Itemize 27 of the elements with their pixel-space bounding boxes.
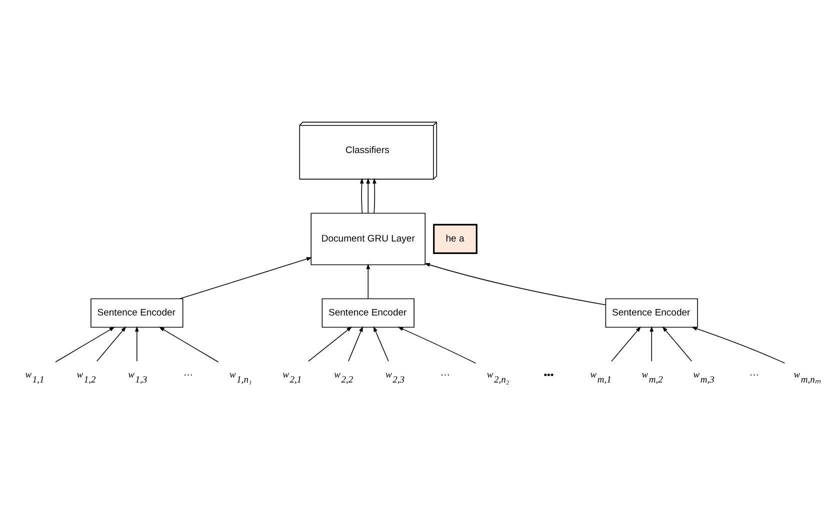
arrow — [348, 326, 363, 362]
node-box: he a — [433, 224, 478, 254]
node-box: Sentence Encoder — [322, 298, 414, 328]
arrow — [691, 326, 785, 364]
arrow — [308, 326, 352, 362]
arrow — [650, 326, 654, 362]
arrow — [134, 326, 139, 362]
label: ⋯ — [440, 370, 451, 382]
node-box: Sentence Encoder — [605, 298, 698, 328]
arrow — [366, 264, 370, 299]
arrow — [373, 326, 389, 362]
arrow — [360, 178, 364, 214]
arrow — [398, 326, 476, 364]
arrow — [424, 262, 606, 306]
arrow — [366, 178, 370, 214]
label: ⋯ — [750, 370, 760, 382]
arrow — [611, 326, 641, 362]
arrow — [662, 326, 692, 362]
arrow — [180, 257, 312, 300]
label: ⋯ — [183, 370, 194, 382]
label: ••• — [544, 370, 554, 382]
arrow — [55, 326, 115, 362]
arrow — [96, 326, 126, 362]
arrow — [372, 178, 376, 214]
node-box: Sentence Encoder — [90, 298, 184, 328]
node-box: Document GRU Layer — [310, 212, 426, 266]
arrow — [158, 326, 219, 362]
